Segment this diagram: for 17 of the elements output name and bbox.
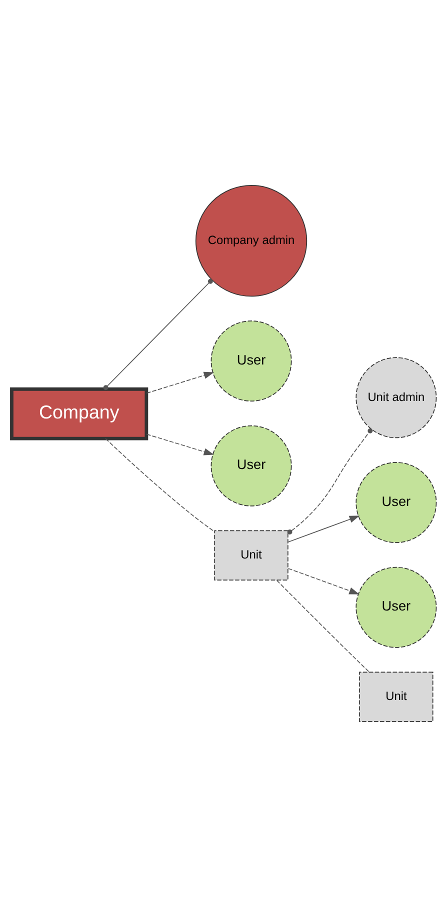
arrow bbox=[146, 371, 214, 394]
arrow bbox=[288, 568, 360, 594]
connector bbox=[276, 579, 370, 672]
node-box: Unit bbox=[214, 530, 288, 580]
connector bbox=[103, 278, 213, 390]
node-box: Unit bbox=[359, 671, 434, 722]
node-circle: User bbox=[356, 462, 437, 542]
node-circle: User bbox=[210, 320, 292, 401]
node-circle: User bbox=[210, 424, 292, 506]
connector bbox=[287, 428, 373, 534]
node-circle: User bbox=[356, 566, 437, 648]
node-box: Company bbox=[10, 386, 148, 440]
connector bbox=[105, 438, 215, 532]
arrow bbox=[288, 515, 360, 542]
node-circle: Unit admin bbox=[356, 356, 437, 438]
arrow bbox=[146, 433, 214, 455]
node-circle: Company admin bbox=[195, 184, 308, 296]
